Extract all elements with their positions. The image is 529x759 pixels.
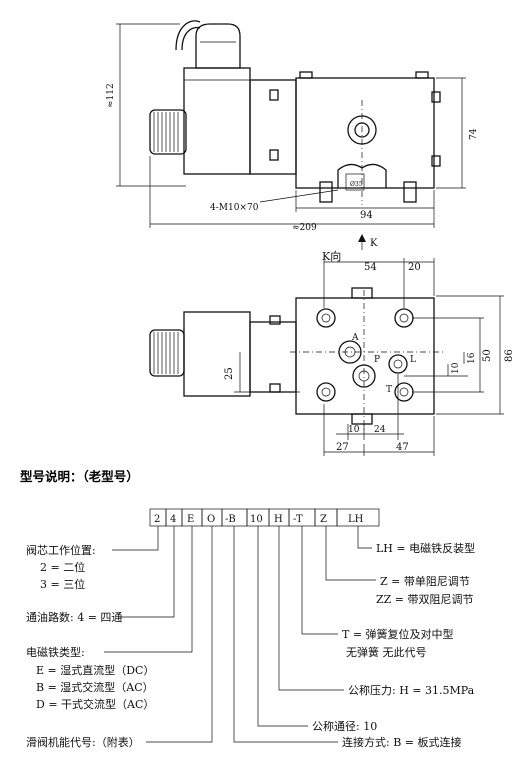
dim-20: 20: [408, 262, 421, 273]
desc-magnet-e: E = 湿式直流型（DC）: [36, 663, 154, 677]
dim-86: 86: [504, 349, 515, 362]
dim-width: 94: [360, 210, 373, 221]
dim-right: 74: [469, 128, 479, 140]
desc-z: Z = 带单阻尼调节: [380, 575, 470, 588]
desc-connection: 连接方式: B = 板式连接: [342, 735, 462, 749]
code-9: LH: [348, 514, 364, 525]
dim-10-right: 10: [451, 362, 461, 374]
desc-position-2: 2 = 二位: [40, 560, 85, 574]
code-8: Z: [320, 514, 327, 525]
port-l-label: L: [410, 355, 416, 365]
dim-50: 50: [482, 349, 493, 362]
k-view: [149, 234, 504, 456]
code-1: 4: [170, 514, 176, 525]
desc-size: 公称通径: 10: [312, 719, 377, 733]
desc-lh: LH = 电磁铁反装型: [376, 541, 475, 555]
code-3: O: [207, 514, 215, 525]
desc-magnet-b: B = 湿式交流型（AC）: [36, 680, 154, 694]
dim-25: 25: [224, 367, 235, 380]
desc-zz: ZZ = 带双阻尼调节: [376, 593, 474, 606]
code-4: -B: [225, 514, 236, 525]
front-view: [116, 20, 466, 228]
k-view-label: K向: [322, 249, 341, 263]
code-boxes: [149, 508, 380, 527]
dim-height: ≈112: [106, 83, 116, 108]
dim-47: 47: [396, 442, 409, 453]
port-t-label: T: [386, 385, 392, 395]
desc-t: T = 弹簧复位及对中型: [342, 627, 454, 641]
port-a-label: A: [351, 333, 359, 343]
model-heading: 型号说明：（老型号）: [20, 469, 139, 484]
dim-54: 54: [364, 262, 377, 273]
code-7: -T: [293, 514, 303, 525]
dim-small: Ø35: [350, 181, 363, 188]
dim-27: 27: [336, 442, 349, 453]
dim-24: 24: [374, 425, 386, 435]
dim-total: ≈209: [292, 223, 317, 233]
code-2: E: [187, 514, 194, 525]
dim-16: 16: [467, 352, 477, 364]
code-5: 10: [250, 514, 263, 525]
desc-magnet-d: D = 干式交流型（AC）: [36, 697, 154, 711]
leader-lines: [104, 526, 376, 743]
desc-ports: 通油路数: 4 = 四通: [26, 610, 122, 624]
desc-position-title: 阀芯工作位置:: [26, 543, 96, 557]
k-arrow-label: K: [370, 238, 378, 249]
dim-bolt: 4-M10×70: [210, 203, 259, 213]
code-6: H: [274, 514, 283, 525]
port-p-label: P: [374, 355, 380, 365]
code-0: 2: [154, 514, 160, 525]
desc-function: 滑阀机能代号:（附表）: [26, 735, 140, 749]
desc-pressure: 公称压力: H = 31.5MPa: [348, 683, 475, 697]
desc-magnet-title: 电磁铁类型:: [26, 645, 85, 659]
dim-10-bottom: 10: [348, 425, 360, 435]
desc-t-none: 无弹簧 无此代号: [346, 645, 427, 659]
desc-position-3: 3 = 三位: [40, 577, 85, 591]
